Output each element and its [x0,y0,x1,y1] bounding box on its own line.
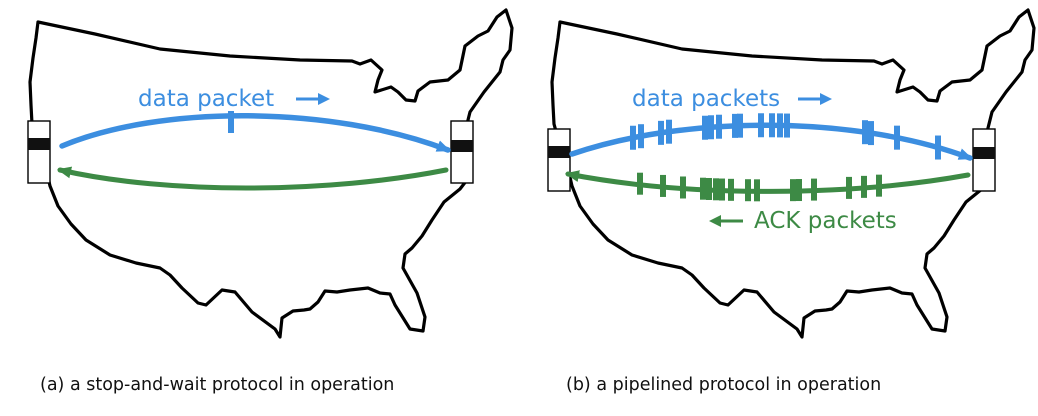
sender-host-a [27,120,51,184]
ack-packet-9 [745,179,751,202]
ack-packet-1 [637,172,643,195]
data-packet-2 [638,124,644,149]
data-packet-12 [777,113,783,138]
data-packet-17 [935,135,941,160]
data-packet-4 [666,119,672,144]
us-map-outline-b [550,8,1036,339]
ack-packet-16 [876,174,882,197]
data-packet-11 [769,113,775,138]
ack-packets-label: ACK packets [754,208,897,234]
panel-pipelined: data packets ACK packets (b) a pipelined… [547,8,1036,395]
data-packet-label: data packet [138,86,274,112]
data-packet [228,111,234,133]
data-packet-10 [758,113,764,138]
data-packets-label: data packets [632,86,780,112]
ack-packet-7 [719,178,725,201]
data-direction-arrow-b [798,93,832,105]
ack-packet-11 [790,179,796,202]
data-packet-13 [784,113,790,138]
data-packets-group [630,113,941,160]
data-packet-7 [716,114,722,139]
ack-packet-14 [846,176,852,199]
data-packet-5 [702,115,708,140]
data-path-arrow-a [59,113,451,153]
data-packet-8 [732,113,738,138]
ack-packet-2 [660,174,666,197]
ack-packet-5 [706,177,712,200]
data-packet-3 [658,120,664,145]
data-packet-9 [737,113,743,138]
data-packet-6 [708,115,714,140]
ack-packet-6 [713,178,719,201]
panel-stop-and-wait: data packet (a) a stop-and-wait protocol… [27,8,514,395]
receiver-host-a [450,120,474,184]
data-packet-14 [862,120,868,145]
data-direction-arrow-a [296,93,330,105]
ack-direction-arrow-b [709,215,743,227]
data-packet-16 [894,125,900,150]
ack-path-arrow-a [57,166,449,191]
ack-packets-group [637,172,882,202]
ack-packet-10 [754,179,760,202]
ack-packet-3 [680,176,686,199]
caption-b: (b) a pipelined protocol in operation [566,375,881,395]
ack-packet-15 [861,175,867,198]
receiver-host-b [972,128,996,192]
data-path-arrow-b [569,122,973,161]
ack-path-arrow-b [565,170,971,194]
ack-packet-4 [700,177,706,200]
ack-packet-12 [796,179,802,202]
data-packet-1 [630,125,636,150]
ack-packet-8 [728,178,734,201]
ack-packet-13 [811,178,817,201]
caption-a: (a) a stop-and-wait protocol in operatio… [40,375,394,395]
sender-host-b [547,128,571,192]
data-packet-15 [868,121,874,146]
